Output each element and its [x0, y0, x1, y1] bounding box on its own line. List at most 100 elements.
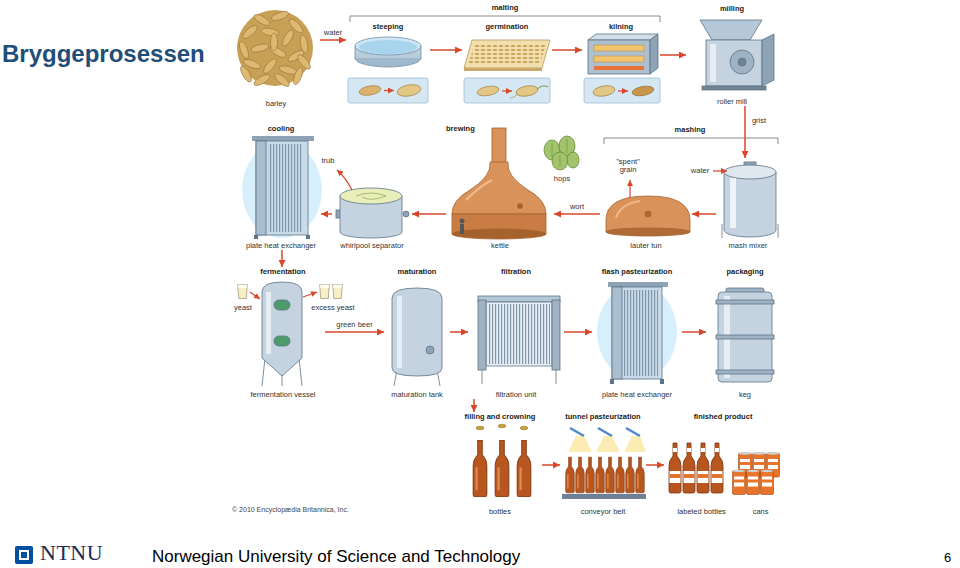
equipment-label: lauter tun	[630, 241, 661, 250]
barley-grains	[241, 24, 259, 41]
bottles-picture	[473, 440, 487, 497]
step-heading-row: finished product	[664, 412, 782, 421]
flow-arrow	[660, 54, 686, 56]
kilning-panel	[584, 78, 660, 103]
whirlpool-separator-tank	[340, 196, 341, 232]
process-step: germination	[462, 22, 552, 106]
excess-yeast-glass	[320, 285, 330, 299]
mash-mixer-tank	[722, 162, 778, 238]
step-heading: milling	[720, 4, 744, 13]
equipment-label-row: bottles	[458, 507, 542, 516]
fermentation-tank	[262, 282, 302, 386]
germination-panel	[515, 84, 538, 98]
roller-mill	[702, 86, 766, 90]
steeping-panel	[396, 83, 422, 98]
flow-arrow	[554, 213, 600, 215]
trub-arrow	[337, 170, 352, 190]
fermentation-tank	[266, 292, 271, 354]
tunnel-sprayers	[568, 428, 646, 452]
germination-panel	[510, 94, 518, 98]
germination-panel	[476, 85, 499, 98]
filtration-unit-frame	[552, 300, 560, 370]
process-step: tunnel pasteurizationconveyor belt	[560, 412, 646, 516]
step-heading: germination	[486, 22, 529, 31]
barley-grains	[296, 53, 313, 71]
process-step: lauter tun	[600, 190, 692, 250]
fermentation-tank	[262, 358, 265, 386]
process-step: brewing kettle	[446, 124, 554, 250]
fermentation-tank	[262, 282, 302, 376]
tunnel-sprayers	[626, 428, 640, 436]
equipment-label: barley	[266, 99, 286, 108]
flash-heat-exchanger	[612, 287, 622, 379]
step-heading: brewing	[446, 124, 475, 133]
process-step: packagingkeg	[706, 267, 784, 399]
equipment-label: filtration unit	[496, 390, 536, 399]
barley-grains	[273, 72, 291, 89]
person-figure	[460, 224, 464, 234]
fermentation-tank	[299, 358, 302, 386]
cans-picture	[747, 470, 760, 495]
conveyor-belt-picture	[562, 457, 646, 499]
steeping-dish	[355, 37, 421, 67]
labeled-bottles-picture	[669, 443, 723, 493]
process-step: flash pasteurization plate heat exchanger	[592, 267, 682, 399]
equipment-label: keg	[739, 390, 751, 399]
step-heading-row: flash pasteurization	[592, 267, 682, 276]
step-heading: cooling	[268, 124, 295, 133]
barley-grains	[252, 72, 271, 87]
process-step: mash mixer	[716, 158, 780, 250]
conveyor-belt-picture	[562, 494, 646, 499]
ntnu-logo-mark	[15, 546, 33, 564]
conveyor-belt-picture	[626, 457, 635, 493]
barley-grains	[271, 33, 278, 51]
step-heading: kilning	[609, 22, 633, 31]
equipment-label-row: mash mixer	[716, 241, 780, 250]
equipment-label-row: plate heat exchanger	[592, 390, 682, 399]
brew-kettle	[518, 204, 523, 209]
barley-grains	[270, 10, 289, 23]
flow-arrow	[542, 464, 560, 466]
filtration-unit-frame	[488, 304, 550, 364]
water-inlet-arrow	[713, 170, 727, 171]
germination-tray	[468, 43, 546, 65]
barley-grains	[238, 64, 253, 83]
equipment-label-row: roller mill	[686, 97, 778, 106]
group-heading: mashing	[675, 125, 706, 134]
mash-mixer-tank	[730, 178, 736, 228]
step-heading-row: germination	[462, 22, 552, 31]
filtration-unit-frame	[486, 302, 552, 366]
cooling-heat-exchanger	[242, 142, 322, 238]
equipment-label: fermentation vessel	[250, 390, 315, 399]
hops-cones	[544, 136, 579, 170]
equipment-label: whirlpool separator	[340, 241, 403, 250]
equipment-label-row: kettle	[446, 241, 554, 250]
step-heading: fermentation	[260, 267, 305, 276]
mash-mixer-tank	[778, 224, 779, 238]
roller-mill	[730, 50, 754, 74]
flow-arrow	[744, 106, 746, 158]
bottles-picture	[517, 440, 531, 497]
conveyor-belt-picture	[586, 457, 595, 493]
step-heading-row: milling	[686, 4, 778, 13]
barley-grains	[238, 40, 251, 59]
brew-kettle	[452, 162, 546, 214]
equipment-label: conveyor belt	[581, 507, 626, 516]
flash-heat-exchanger	[610, 379, 614, 384]
whirlpool-separator-tank	[336, 188, 409, 238]
process-step: steeping	[346, 22, 430, 106]
kilning-panel	[592, 84, 615, 98]
tunnel-sprayers	[596, 436, 620, 452]
kilning-panel	[618, 90, 628, 91]
ntnu-logo-mark	[19, 550, 29, 560]
slide-title: Bryggeprosessen	[2, 40, 205, 68]
flow-arrow	[321, 213, 332, 215]
maturation-tank-vessel	[426, 346, 434, 354]
equipment-label-row: barley	[232, 99, 320, 108]
step-heading-row: steeping	[346, 22, 430, 31]
flow-label: grist	[750, 116, 768, 125]
output-label: "spent" grain	[613, 158, 643, 175]
equipment-label: cans	[753, 507, 769, 516]
